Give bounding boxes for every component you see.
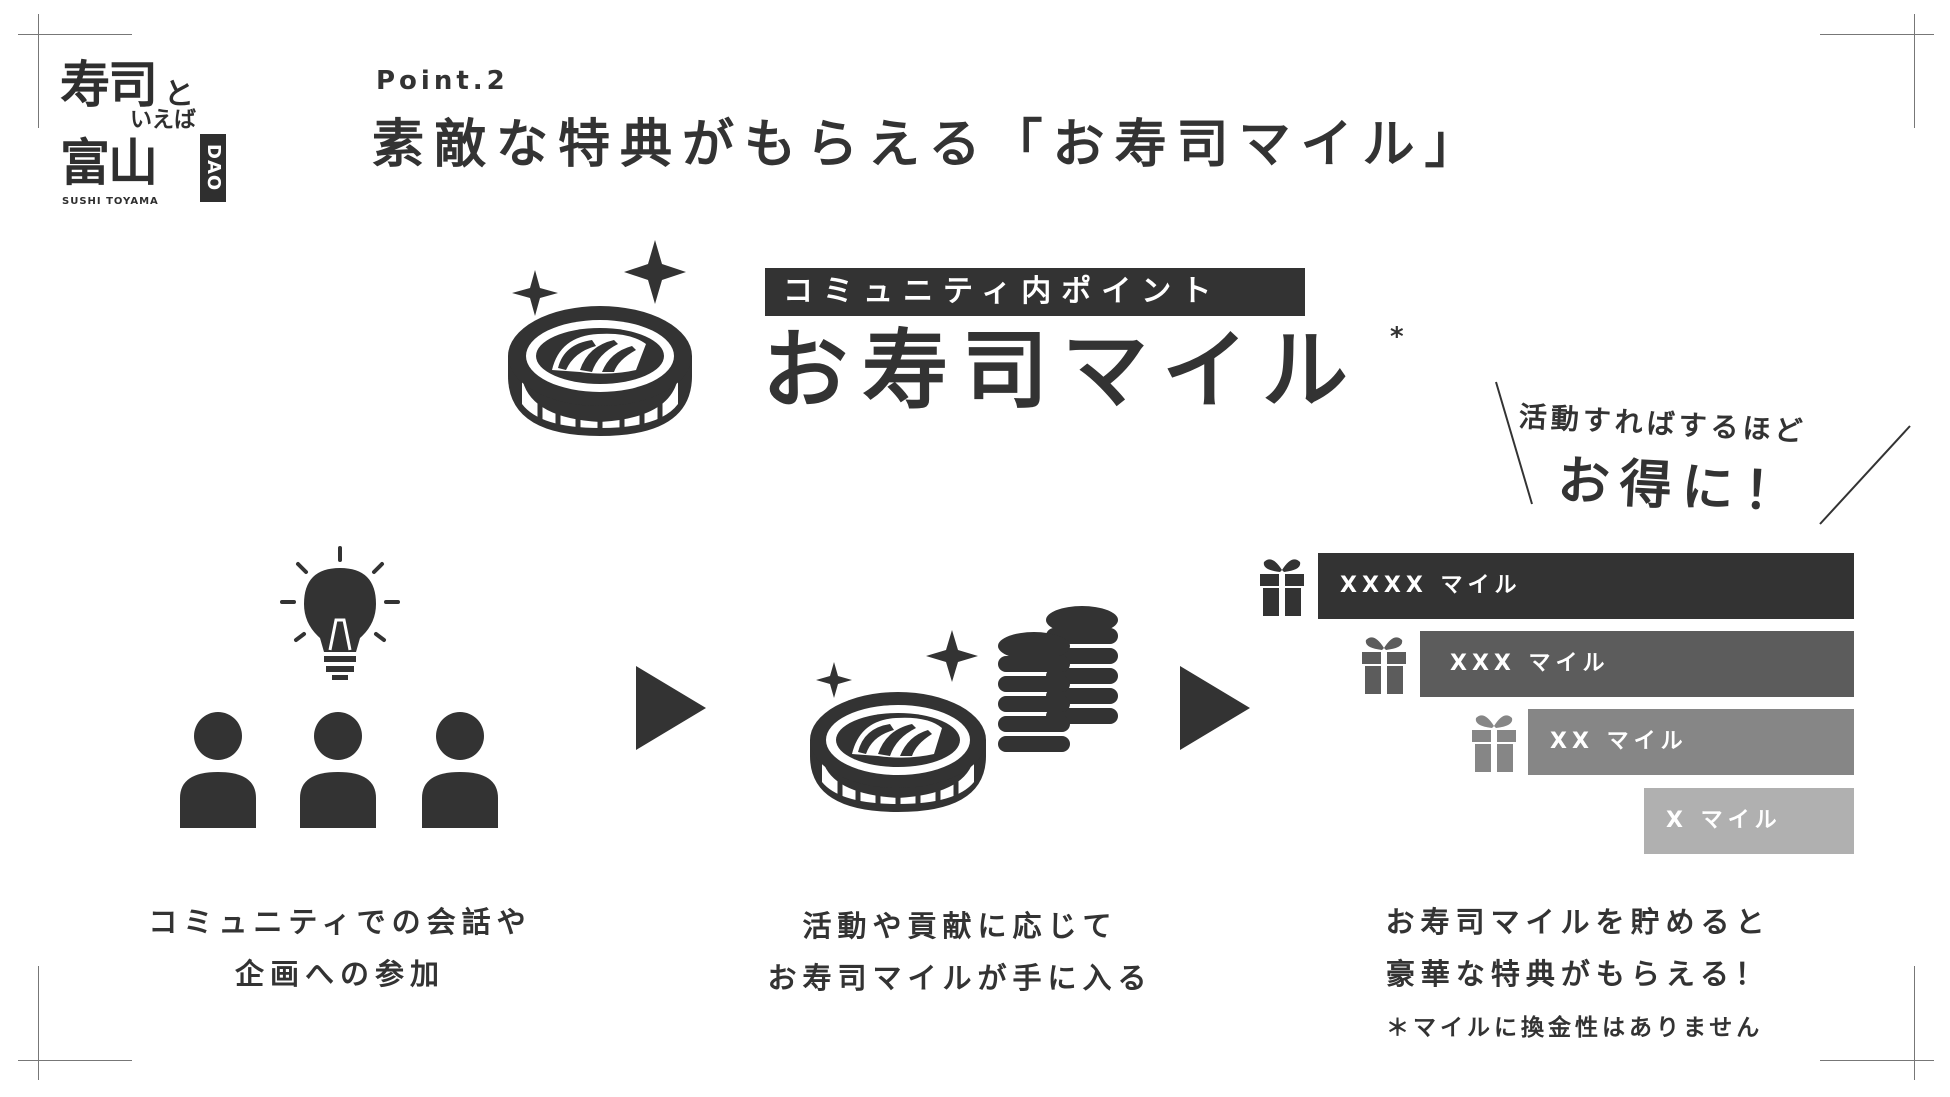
arrow-right-icon [1180,666,1250,750]
tier-bar: XXXX マイル [1318,553,1854,619]
step-caption-line: コミュニティでの会話や [148,905,532,939]
sushi-toyama-dao-logo: 寿司 と いえば 富山 DAO SUSHI TOYAMA [60,56,226,210]
hero-asterisk: * [1390,322,1404,352]
page-title: 素敵な特典がもらえる「お寿司マイル」 [372,115,1487,175]
callout-line2: お得に！ [1556,450,1807,524]
gift-icon [1472,715,1516,772]
logo-line1-small: と [164,77,194,112]
arrow-right-icon [636,666,706,750]
gift-icon [1362,637,1406,694]
crop-mark-bottom-left-h [18,1060,132,1061]
logo-line2-small: いえば [130,108,197,133]
community-point-badge: コミュニティ内ポイント [765,268,1305,316]
tier-bar: XX マイル [1528,709,1854,775]
step-caption-line: お寿司マイルが手に入る [767,961,1153,995]
crop-mark-top-right-v [1914,14,1915,128]
step-caption-line: 活動や貢献に応じて [802,909,1118,943]
gift-icon [1260,559,1304,616]
crop-mark-top-left-v [38,14,39,128]
logo-english: SUSHI TOYAMA [62,196,159,207]
callout-lines [1495,381,1911,525]
crop-mark-top-left-h [18,34,132,35]
step-caption-line: お寿司マイルを貯めると [1385,905,1771,939]
step-caption-line: 豪華な特典がもらえる！ [1385,957,1771,991]
tier-bar: XXX マイル [1420,631,1854,697]
sushi-coin-icon [508,240,692,436]
step-caption: コミュニティでの会話や 企画への参加 [130,896,550,1000]
crop-mark-bottom-right-h [1820,1060,1934,1061]
crop-mark-bottom-right-v [1914,966,1915,1080]
logo-line1: 寿司 [60,56,158,114]
footnote: ＊マイルに換金性はありません [1386,1015,1764,1041]
step-caption-line: 企画への参加 [234,957,445,991]
crop-mark-bottom-left-v [38,966,39,1080]
tier-bar: X マイル [1644,788,1854,854]
point-label: Point.2 [376,66,509,96]
step-caption: お寿司マイルを貯めると 豪華な特典がもらえる！ [1368,896,1788,1000]
logo-line3: 富山 [60,134,158,192]
step-caption: 活動や貢献に応じて お寿司マイルが手に入る [740,900,1180,1004]
hero-title: お寿司マイル [762,321,1362,421]
coin-stack-icon [810,606,1118,812]
logo-dao: DAO [200,134,226,202]
crop-mark-top-right-h [1820,34,1934,35]
people-lightbulb-icon [180,546,498,828]
